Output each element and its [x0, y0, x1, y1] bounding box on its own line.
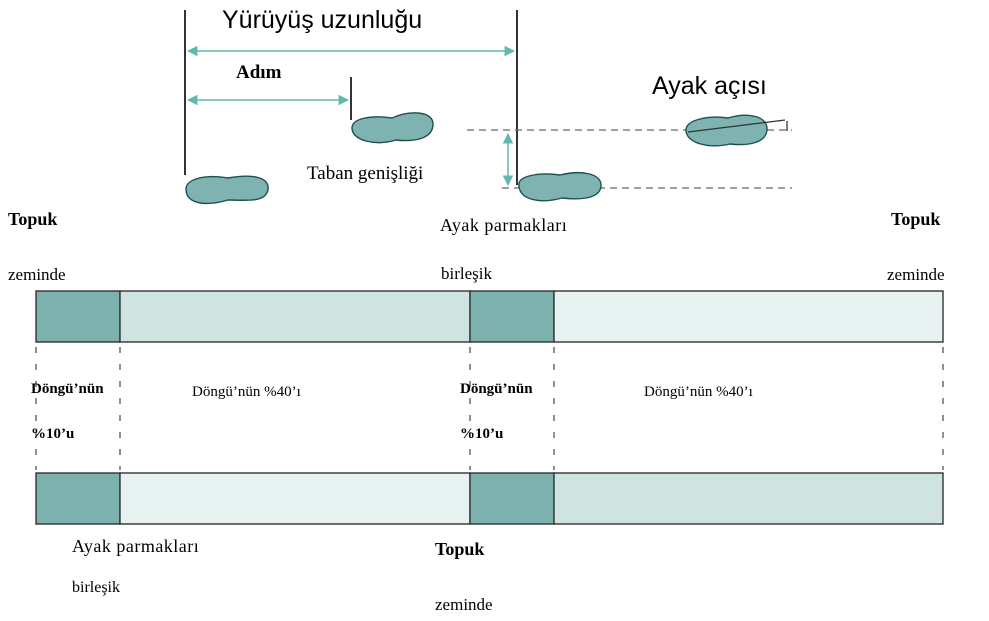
seg4-label: Döngü’nün %40’ı	[644, 384, 753, 400]
foot-angle-label: Ayak açısı	[652, 72, 767, 100]
left-heel-label-1: Topuk	[8, 209, 58, 229]
bottom-heel-label-2: zeminde	[435, 595, 493, 614]
bottom-toes-label-1: Ayak parmakları	[72, 536, 200, 556]
right-heel-label-2: zeminde	[887, 265, 945, 284]
step-label: Adım	[236, 62, 282, 83]
bottom-bar-seg-1	[35, 472, 121, 525]
top-bar-seg-3	[469, 290, 555, 343]
bottom-bar-seg-3	[469, 472, 555, 525]
bottom-bar-seg-4	[553, 472, 944, 525]
footprint-4	[685, 114, 768, 147]
seg1-label-2: %10’u	[31, 426, 75, 442]
mid-toes-label-1: Ayak parmakları	[440, 215, 568, 235]
base-width-label: Taban genişliği	[307, 163, 424, 184]
seg1-label-1: Döngü’nün	[31, 381, 104, 397]
top-bar-seg-4	[553, 290, 944, 343]
seg3-label-2: %10’u	[460, 426, 504, 442]
bottom-toes-label-2: birleşik	[72, 579, 120, 596]
bottom-bar-seg-2	[119, 472, 471, 525]
footprint-2	[351, 112, 434, 144]
left-heel-label-2: zeminde	[8, 265, 66, 284]
top-bar-seg-1	[35, 290, 121, 343]
stride-length-label: Yürüyüş uzunluğu	[222, 6, 423, 34]
footprint-3	[518, 172, 602, 202]
phase-separators	[35, 347, 944, 470]
footprint-1	[185, 175, 269, 205]
seg3-label-1: Döngü’nün	[460, 381, 533, 397]
bottom-heel-label-1: Topuk	[435, 539, 485, 559]
right-heel-label-1: Topuk	[891, 209, 941, 229]
seg2-label: Döngü’nün %40’ı	[192, 384, 301, 400]
top-bar-seg-2	[119, 290, 471, 343]
foot-angle-line	[687, 119, 786, 133]
mid-toes-label-2: birleşik	[441, 264, 492, 283]
